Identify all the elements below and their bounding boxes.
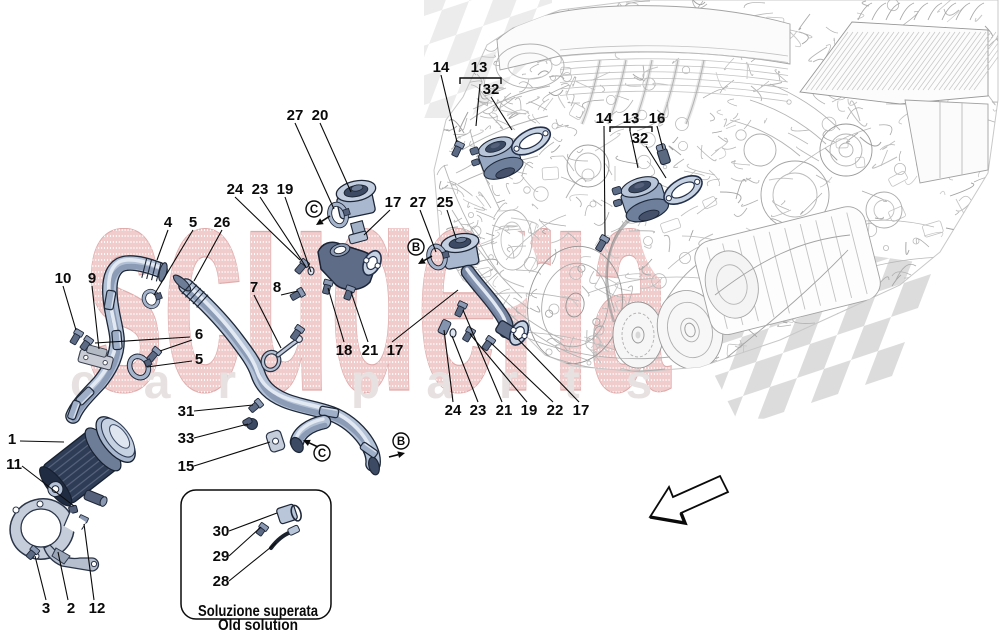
svg-text:25: 25 [437,194,454,211]
svg-text:1: 1 [8,431,16,448]
svg-text:20: 20 [312,107,329,124]
svg-text:Soluzione superata: Soluzione superata [198,603,318,620]
svg-text:B: B [397,436,405,448]
svg-text:C: C [318,448,326,460]
svg-text:18: 18 [336,342,353,359]
svg-text:3: 3 [42,600,50,617]
svg-text:29: 29 [213,548,230,565]
svg-text:13: 13 [471,59,488,76]
svg-text:C: C [310,204,318,216]
svg-text:16: 16 [649,110,666,127]
svg-text:5: 5 [189,214,197,231]
svg-text:31: 31 [178,403,195,420]
svg-text:14: 14 [596,110,613,127]
svg-text:7: 7 [250,279,258,296]
svg-text:12: 12 [89,600,106,617]
svg-text:32: 32 [632,130,649,147]
svg-text:21: 21 [496,402,513,419]
svg-text:33: 33 [178,430,195,447]
svg-text:6: 6 [195,326,203,343]
svg-text:19: 19 [277,181,294,198]
svg-text:9: 9 [88,270,96,287]
svg-text:27: 27 [410,194,427,211]
svg-text:Old solution: Old solution [218,617,298,631]
svg-text:4: 4 [164,214,173,231]
svg-text:10: 10 [55,270,72,287]
svg-text:17: 17 [387,342,404,359]
svg-text:scuderia: scuderia [83,120,671,455]
svg-text:17: 17 [573,402,590,419]
svg-text:27: 27 [287,107,304,124]
svg-text:23: 23 [470,402,487,419]
svg-text:30: 30 [213,523,230,540]
svg-text:15: 15 [178,458,195,475]
svg-text:2: 2 [67,600,75,617]
svg-text:24: 24 [227,181,244,198]
svg-text:13: 13 [623,110,640,127]
svg-text:14: 14 [433,59,450,76]
svg-text:28: 28 [213,573,230,590]
svg-text:B: B [412,242,420,254]
svg-text:24: 24 [445,402,462,419]
svg-text:19: 19 [521,402,538,419]
svg-text:8: 8 [273,279,281,296]
svg-text:21: 21 [362,342,379,359]
svg-text:32: 32 [483,81,500,98]
svg-text:23: 23 [252,181,269,198]
svg-text:22: 22 [547,402,564,419]
svg-text:5: 5 [195,351,203,368]
svg-text:11: 11 [6,456,22,473]
svg-text:17: 17 [385,194,402,211]
svg-text:26: 26 [214,214,231,231]
